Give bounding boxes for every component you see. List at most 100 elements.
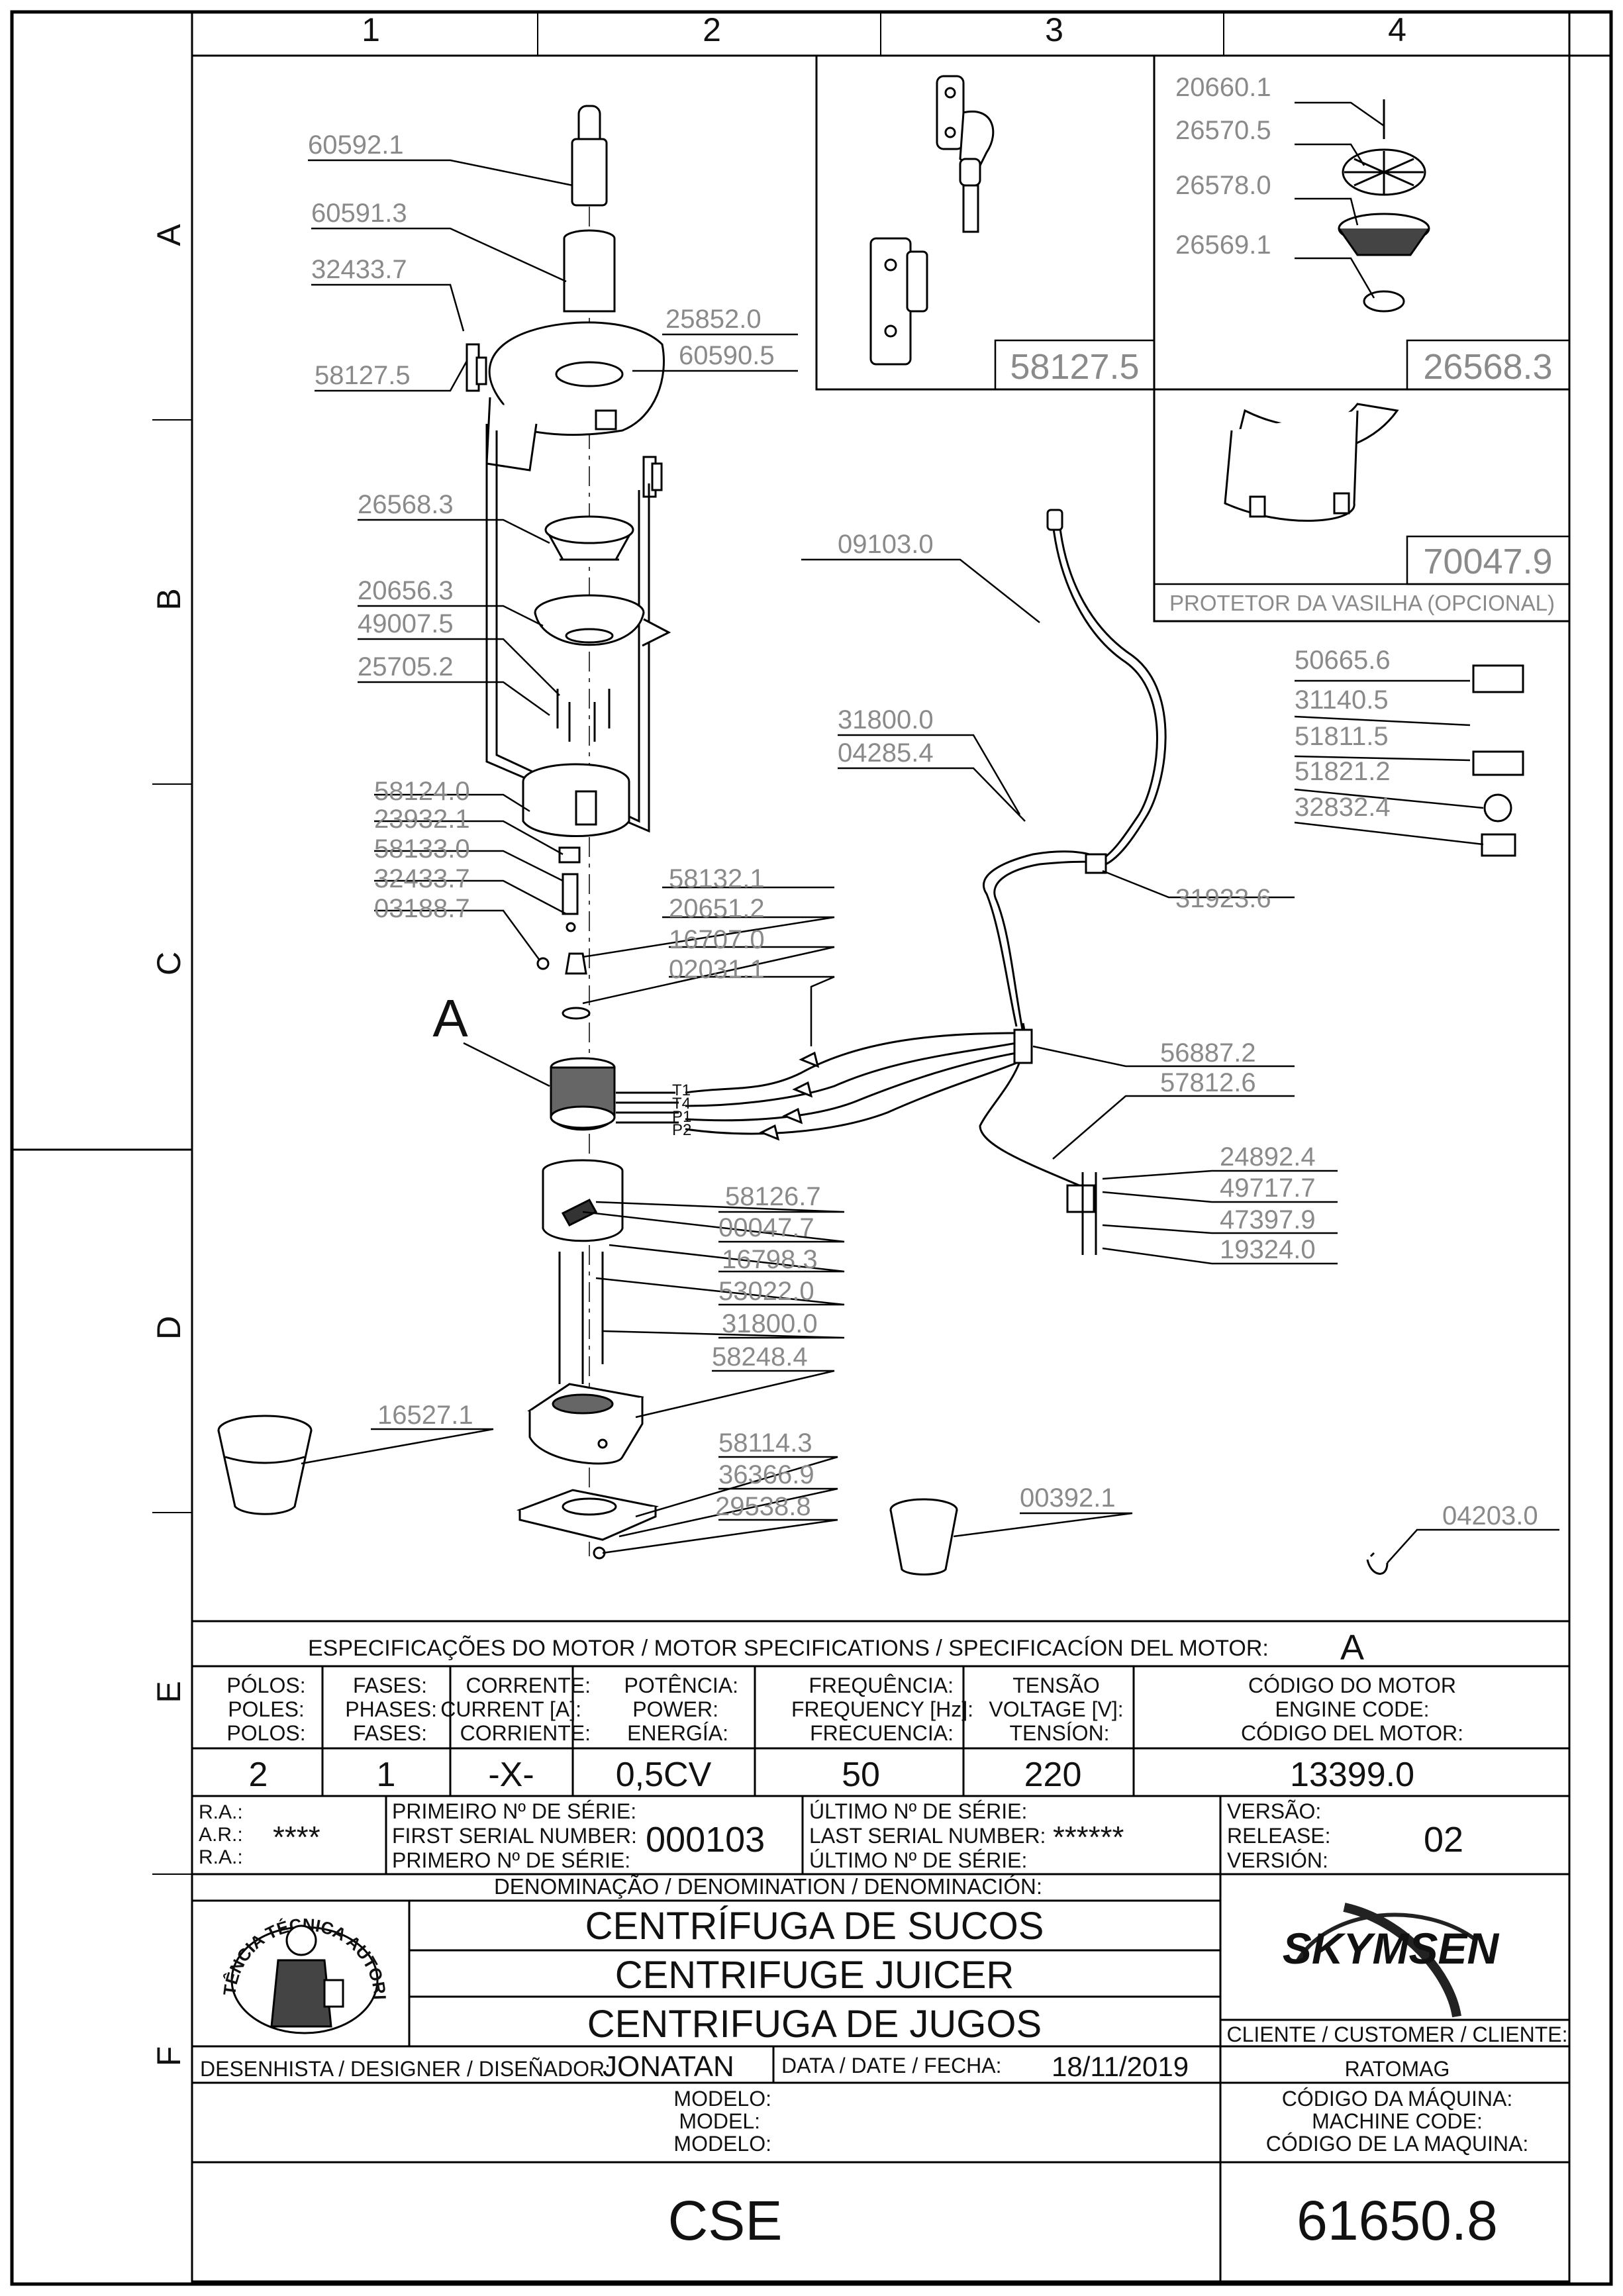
wire-label-p2: P2 <box>672 1121 691 1139</box>
serial-info-row: R.A.: A.R.: R.A.: **** PRIMEIRO Nº DE SÉ… <box>199 1799 1463 1872</box>
svg-text:CURRENT [A]:: CURRENT [A]: <box>440 1697 581 1721</box>
callout-31923-6: 31923.6 <box>1175 884 1271 913</box>
bowl-guard-icon <box>1224 403 1399 522</box>
svg-text:ASSISTÊNCIA TÉCNICA AUTORIZADA: ASSISTÊNCIA TÉCNICA AUTORIZADA <box>0 0 390 2000</box>
spec-header-voltage: TENSÃO VOLTAGE [V]: TENSÍON: <box>989 1673 1123 1745</box>
sticker-32832-icon <box>1481 833 1516 857</box>
grid-row-labels: A B C D E F <box>150 224 187 2067</box>
model-value: CSE <box>668 2189 783 2252</box>
callout-00047-7: 00047.7 <box>718 1213 814 1242</box>
ra-label-1: R.A.: <box>199 1801 243 1823</box>
first-serial-value: 000103 <box>646 1820 765 1860</box>
callout-29538-8: 29538.8 <box>715 1492 811 1521</box>
box-latch-code: 58127.5 <box>1010 347 1139 387</box>
grid-col-3: 3 <box>1045 11 1063 48</box>
small-cup-icon <box>889 1498 958 1575</box>
callout-03188-7: 03188.7 <box>374 894 470 923</box>
svg-text:TENSÃO: TENSÃO <box>1012 1673 1100 1697</box>
svg-text:POLES:: POLES: <box>228 1697 305 1721</box>
wire-label-t4: T4 <box>672 1095 691 1113</box>
callout-32433-7-top: 32433.7 <box>311 255 407 284</box>
callout-58248-4: 58248.4 <box>712 1342 808 1372</box>
sticker-50665-icon <box>1472 664 1524 693</box>
machine-code-value: 61650.8 <box>1297 2189 1498 2252</box>
callout-04203-0: 04203.0 <box>1442 1501 1538 1530</box>
motor-spec-marker: A <box>1340 1628 1364 1668</box>
callout-58127-5: 58127.5 <box>315 361 411 390</box>
callout-57812-6: 57812.6 <box>1160 1068 1256 1097</box>
connector-block-icon <box>1013 1028 1033 1064</box>
callout-50665-6: 50665.6 <box>1295 646 1391 675</box>
svg-text:FRECUENCIA:: FRECUENCIA: <box>810 1721 954 1745</box>
release-label-3: VERSIÓN: <box>1227 1848 1328 1872</box>
grid-row-b: B <box>150 588 187 610</box>
spec-value-engine-code: 13399.0 <box>1290 1756 1414 1794</box>
juicer-exploded-view <box>217 105 1524 1575</box>
base-plate-icon <box>516 1489 659 1560</box>
title-block-lines <box>192 1620 1569 2283</box>
grid-row-a: A <box>150 224 187 246</box>
callout-36366-9: 36366.9 <box>718 1460 814 1489</box>
date-value: 18/11/2019 <box>1052 2051 1189 2082</box>
base-icon <box>527 1383 644 1465</box>
callout-53022-0: 53022.0 <box>718 1277 814 1306</box>
model-row: MODELO: MODEL: MODELO: CÓDIGO DA MÁQUINA… <box>668 2087 1529 2252</box>
wire-label-t1: T1 <box>672 1081 691 1099</box>
skymsen-logo: SKYMSEN <box>1283 1903 1500 2018</box>
svg-text:CÓDIGO DO MOTOR: CÓDIGO DO MOTOR <box>1248 1673 1456 1697</box>
right-latch-icon <box>642 456 663 498</box>
svg-text:CÓDIGO DEL MOTOR:: CÓDIGO DEL MOTOR: <box>1241 1721 1463 1745</box>
denomination-es: CENTRIFUGA DE JUGOS <box>587 2003 1042 2046</box>
designer-value: JONATAN <box>603 2050 734 2083</box>
svg-text:ENERGÍA:: ENERGÍA: <box>627 1721 728 1745</box>
callout-24892-4: 24892.4 <box>1220 1142 1316 1172</box>
callout-32832-4: 32832.4 <box>1295 793 1391 822</box>
svg-text:FASES:: FASES: <box>353 1673 427 1697</box>
food-pusher-icon <box>571 105 608 207</box>
svg-text:VOLTAGE [V]:: VOLTAGE [V]: <box>989 1697 1123 1721</box>
svg-text:POLOS:: POLOS: <box>226 1721 305 1745</box>
switch-icon <box>1085 853 1107 874</box>
machine-code-label-2: MACHINE CODE: <box>1312 2109 1483 2133</box>
motor-icon <box>550 1057 616 1131</box>
callout-58132-1: 58132.1 <box>669 864 765 893</box>
callout-51821-2: 51821.2 <box>1295 757 1391 786</box>
callout-49007-5: 49007.5 <box>358 609 454 638</box>
spec-value-frequency: 50 <box>842 1756 880 1794</box>
callout-47397-9: 47397.9 <box>1220 1205 1316 1234</box>
washer-icon <box>562 1007 591 1020</box>
callout-20651-2: 20651.2 <box>669 894 765 923</box>
date-label: DATA / DATE / FECHA: <box>781 2054 1001 2077</box>
spec-header-current: CORRENTE: CURRENT [A]: CORRIENTE: <box>440 1673 591 1745</box>
juice-bowl-icon <box>534 594 671 647</box>
spec-value-phases: 1 <box>377 1756 396 1794</box>
spec-value-current: -X- <box>488 1756 534 1794</box>
callout-16798-3: 16798.3 <box>722 1245 818 1274</box>
callout-31800-0-upper: 31800.0 <box>838 705 934 734</box>
callout-60592-1: 60592.1 <box>308 130 404 160</box>
spec-value-voltage: 220 <box>1024 1756 1082 1794</box>
lid-icon <box>485 321 665 472</box>
leader-lines <box>301 101 1559 1564</box>
grid-row-e: E <box>150 1681 187 1703</box>
svg-text:ENGINE CODE:: ENGINE CODE: <box>1275 1697 1430 1721</box>
callout-16527-1: 16527.1 <box>377 1401 473 1430</box>
callout-51811-5: 51811.5 <box>1295 722 1389 751</box>
callout-26569-1: 26569.1 <box>1175 230 1271 260</box>
svg-text:PHASES:: PHASES: <box>345 1697 437 1721</box>
callout-32433-7-mid: 32433.7 <box>374 864 470 893</box>
seal-text: ASSISTÊNCIA TÉCNICA AUTORIZADA <box>0 0 390 2000</box>
feed-tube-icon <box>563 229 616 313</box>
callout-16707-0: 16707.0 <box>669 925 765 954</box>
sieve-assembly-icon <box>1338 99 1430 313</box>
spec-value-poles: 2 <box>249 1756 268 1794</box>
sticker-51821-icon <box>1483 793 1512 823</box>
model-label-1: MODELO: <box>673 2087 771 2111</box>
first-serial-label-3: PRIMERO Nº DE SÉRIE: <box>392 1848 630 1872</box>
detail-box-sieve: 26568.3 70047.9 PROTETOR DA VASILHA (OPC… <box>1153 56 1571 623</box>
shaft-tip-icon <box>565 952 587 975</box>
first-serial-label-1: PRIMEIRO Nº DE SÉRIE: <box>392 1799 636 1823</box>
mechanic-figure-icon <box>285 1924 317 1956</box>
motor-cover-icon <box>542 1159 624 1242</box>
